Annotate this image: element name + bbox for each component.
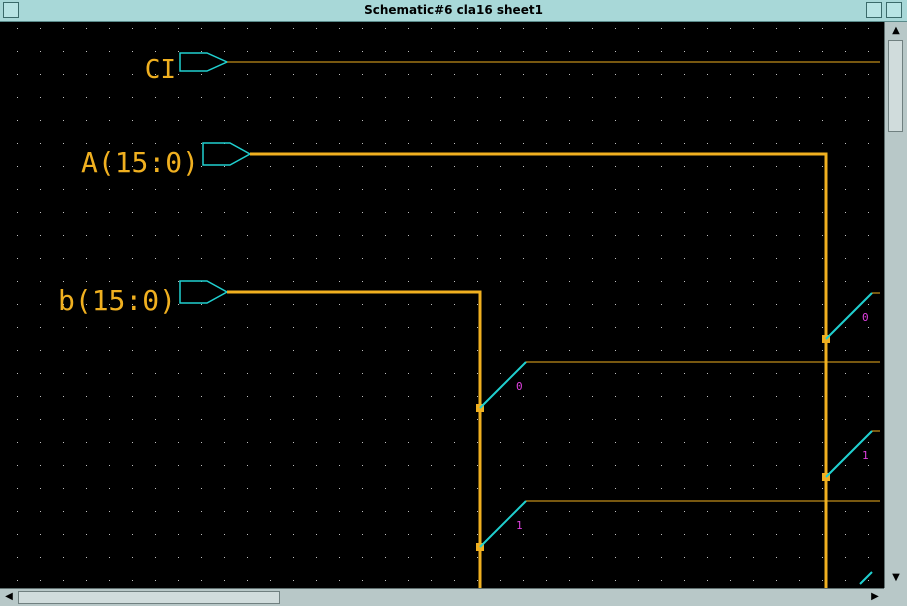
window-menu-button[interactable] bbox=[3, 2, 19, 18]
window-titlebar[interactable]: Schematic#6 cla16 sheet1 bbox=[0, 0, 907, 22]
wire-b-bus[interactable] bbox=[227, 290, 482, 588]
port-a[interactable]: A(15:0) bbox=[81, 142, 252, 179]
scroll-right-arrow-icon[interactable]: ▶ bbox=[871, 591, 879, 602]
vertical-scrollbar[interactable]: ▲ ▼ bbox=[884, 22, 907, 588]
minimize-button[interactable] bbox=[866, 2, 882, 18]
port-ci[interactable]: CI bbox=[145, 52, 229, 85]
maximize-button[interactable] bbox=[886, 2, 902, 18]
b-bit0-ripper[interactable]: 0 bbox=[476, 361, 880, 412]
scroll-up-arrow-icon[interactable]: ▲ bbox=[892, 25, 900, 36]
horizontal-scroll-thumb[interactable] bbox=[18, 591, 280, 604]
grid-dots bbox=[17, 28, 869, 581]
scroll-down-arrow-icon[interactable]: ▼ bbox=[892, 572, 900, 583]
vertical-scroll-thumb[interactable] bbox=[888, 40, 903, 132]
a-bit1-label: 1 bbox=[862, 449, 869, 462]
scroll-left-arrow-icon[interactable]: ◀ bbox=[5, 591, 13, 602]
window-title: Schematic#6 cla16 sheet1 bbox=[364, 3, 543, 17]
port-a-label: A(15:0) bbox=[81, 146, 199, 179]
scroll-corner bbox=[884, 588, 907, 606]
b-bit1-ripper[interactable]: 1 bbox=[476, 500, 880, 551]
a-bit0-label: 0 bbox=[862, 311, 869, 324]
port-b-label: b(15:0) bbox=[58, 284, 176, 317]
a-bit0-ripper[interactable]: 0 bbox=[822, 292, 880, 343]
port-ci-label: CI bbox=[145, 55, 176, 85]
wire-a-bus[interactable] bbox=[250, 152, 828, 588]
b-bit1-label: 1 bbox=[516, 519, 523, 532]
port-b[interactable]: b(15:0) bbox=[58, 280, 229, 317]
a-bit1-ripper[interactable]: 1 bbox=[822, 430, 880, 481]
schematic-canvas[interactable]: CI A(15:0) b(15:0) 0 1 bbox=[0, 22, 884, 588]
b-bit0-label: 0 bbox=[516, 380, 523, 393]
horizontal-scrollbar[interactable]: ◀ ▶ bbox=[0, 588, 884, 606]
a-bit2-ripper-stub[interactable] bbox=[859, 571, 873, 585]
